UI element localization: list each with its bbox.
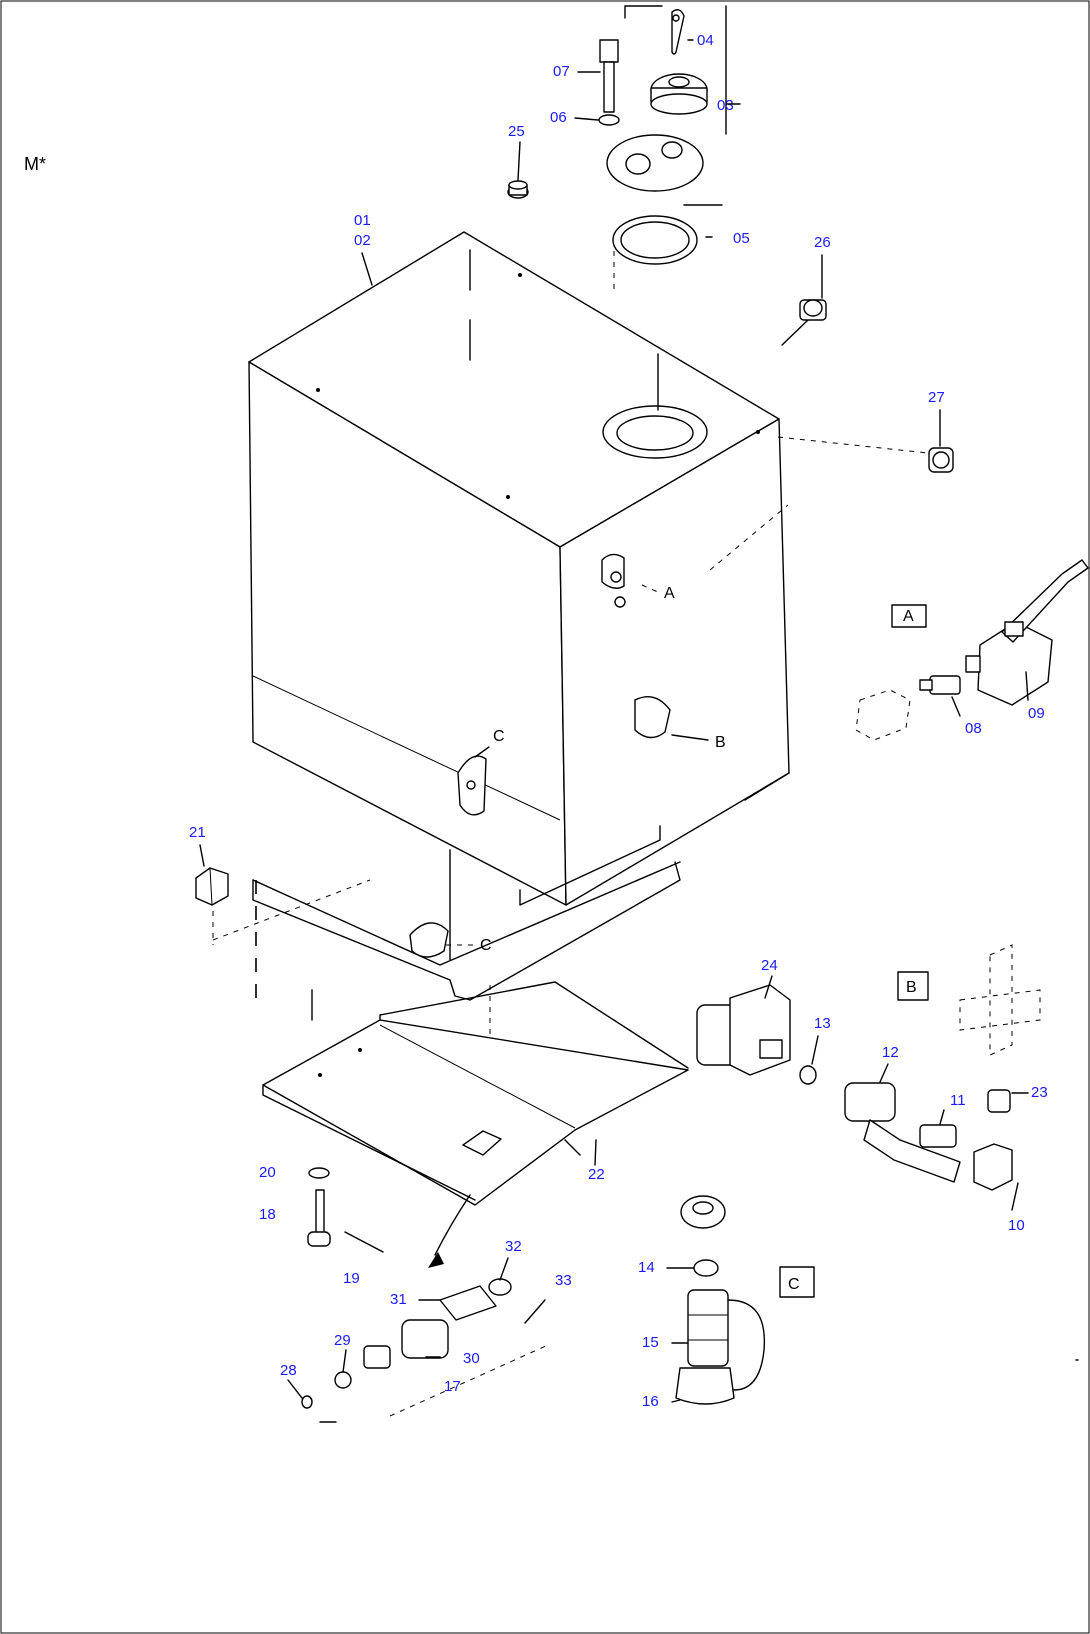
view-b-assembly: B: [696, 944, 1041, 1191]
callout-04: 04: [697, 32, 714, 49]
plug-21: [195, 867, 229, 906]
callout-33: 33: [555, 1272, 572, 1289]
ref-letter-c-side: C: [493, 728, 505, 745]
callout-07: 07: [553, 63, 570, 80]
callout-13: 13: [814, 1015, 831, 1032]
callout-12: 12: [882, 1044, 899, 1061]
callout-16: 16: [642, 1393, 659, 1410]
callout-26: 26: [814, 234, 831, 251]
callout-09: 09: [1028, 705, 1045, 722]
callout-30: 30: [463, 1350, 480, 1367]
callout-20: 20: [259, 1164, 276, 1181]
plug-25: [507, 180, 529, 199]
view-c-assembly: C: [675, 1195, 815, 1405]
bottom-plate: [262, 981, 689, 1206]
ref-letter-c-lower: C: [480, 937, 492, 954]
callout-11: 11: [950, 1092, 966, 1109]
callout-10: 10: [1008, 1217, 1025, 1234]
callout-17: 17: [444, 1378, 461, 1395]
callout-03: 03: [717, 97, 734, 114]
callout-14: 14: [638, 1259, 655, 1276]
callout-02: 02: [354, 232, 371, 249]
callout-18: 18: [259, 1206, 276, 1223]
ref-letter-b: B: [715, 734, 726, 751]
ref-letter-a: A: [664, 585, 675, 602]
callout-06: 06: [550, 109, 567, 126]
view-c-label: C: [788, 1276, 800, 1293]
callout-29: 29: [334, 1332, 351, 1349]
callout-24: 24: [761, 957, 778, 974]
callout-01: 01: [354, 212, 371, 229]
bolt-18: [307, 1167, 331, 1247]
callout-25: 25: [508, 123, 525, 140]
callout-28: 28: [280, 1362, 297, 1379]
callout-15: 15: [642, 1334, 659, 1351]
callout-22: 22: [588, 1166, 605, 1183]
plug-27: [928, 447, 954, 473]
plug-26: [799, 299, 827, 321]
pin-19: [344, 1231, 384, 1253]
view-a-assembly: A: [855, 559, 1089, 741]
callout-32: 32: [505, 1238, 522, 1255]
view-a-label: A: [903, 608, 914, 625]
callout-23: 23: [1031, 1084, 1048, 1101]
view-b-label: B: [906, 979, 917, 996]
callout-08: 08: [965, 720, 982, 737]
hydraulic-tank: [248, 231, 790, 1001]
callout-31: 31: [390, 1291, 407, 1308]
callout-27: 27: [928, 389, 945, 406]
callout-05: 05: [733, 230, 750, 247]
level-sensor-assembly: [301, 1194, 549, 1423]
callout-21: 21: [189, 824, 206, 841]
callout-19: 19: [343, 1270, 360, 1287]
model-marker: M*: [24, 154, 46, 174]
filler-cap-assembly: [598, 5, 727, 265]
